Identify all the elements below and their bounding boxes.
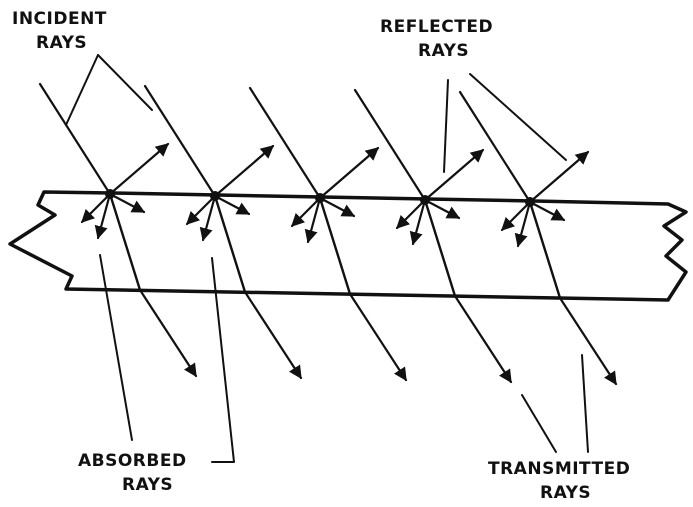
incident-ray bbox=[143, 84, 217, 198]
absorbed-ray bbox=[199, 194, 217, 242]
absorbed-ray bbox=[290, 196, 322, 228]
absorbed-ray bbox=[514, 200, 532, 248]
absorbed-leader-line bbox=[211, 257, 235, 463]
material-slab bbox=[8, 190, 688, 302]
incidence-point bbox=[105, 189, 115, 199]
refracted-ray bbox=[528, 200, 562, 300]
absorbed-label-line1: ABSORBED bbox=[78, 451, 187, 471]
refracted-ray bbox=[213, 194, 247, 294]
incidence-point bbox=[420, 195, 430, 205]
reflected-ray bbox=[108, 142, 170, 196]
reflected-ray bbox=[528, 150, 590, 204]
absorbed-leader-line bbox=[99, 254, 133, 441]
refracted-ray bbox=[423, 198, 457, 298]
reflected-label-line2: RAYS bbox=[418, 41, 469, 61]
absorbed-ray bbox=[304, 196, 322, 244]
absorbed-ray bbox=[318, 196, 356, 218]
reflected-leader-line bbox=[443, 79, 449, 173]
refracted-ray bbox=[318, 196, 352, 296]
absorbed-ray bbox=[185, 194, 217, 226]
transmitted-ray bbox=[348, 292, 408, 382]
incident-ray bbox=[248, 86, 322, 200]
incidence-point bbox=[525, 197, 535, 207]
incidence-point bbox=[210, 191, 220, 201]
transmitted-ray bbox=[453, 294, 513, 384]
leader-lines bbox=[65, 54, 589, 463]
absorbed-label-line2: RAYS bbox=[122, 475, 173, 495]
incident-ray bbox=[458, 90, 532, 204]
absorbed-ray bbox=[108, 192, 146, 214]
refracted-ray bbox=[108, 192, 142, 292]
absorbed-ray bbox=[94, 192, 112, 240]
absorbed-ray bbox=[500, 200, 532, 232]
absorbed-ray bbox=[528, 200, 566, 222]
transmitted-label-line2: RAYS bbox=[540, 483, 591, 502]
ray-groups bbox=[38, 82, 618, 386]
incident-leader-line bbox=[97, 54, 153, 111]
reflected-label-line1: REFLECTED bbox=[380, 17, 493, 37]
incidence-point bbox=[315, 193, 325, 203]
incident-leader-line bbox=[65, 54, 99, 126]
transmitted-leader-line bbox=[581, 354, 589, 453]
absorbed-ray bbox=[409, 198, 427, 246]
reflected-ray bbox=[213, 144, 275, 198]
incident-ray bbox=[38, 82, 112, 196]
incident-label-line1: INCIDENT bbox=[12, 9, 107, 29]
incident-ray bbox=[353, 88, 427, 202]
absorbed-ray bbox=[213, 194, 251, 216]
reflected-ray bbox=[318, 146, 380, 200]
incident-label-line2: RAYS bbox=[36, 33, 87, 53]
transmitted-ray bbox=[138, 288, 198, 378]
absorbed-ray bbox=[423, 198, 461, 220]
transmitted-ray bbox=[243, 290, 303, 380]
transmitted-ray bbox=[558, 296, 618, 386]
transmitted-label-line1: TRANSMITTED bbox=[488, 459, 630, 479]
absorbed-ray bbox=[395, 198, 427, 230]
transmitted-leader-line bbox=[521, 394, 557, 453]
reflected-leader-line bbox=[469, 73, 567, 161]
absorbed-ray bbox=[80, 192, 112, 224]
reflected-ray bbox=[423, 148, 485, 202]
